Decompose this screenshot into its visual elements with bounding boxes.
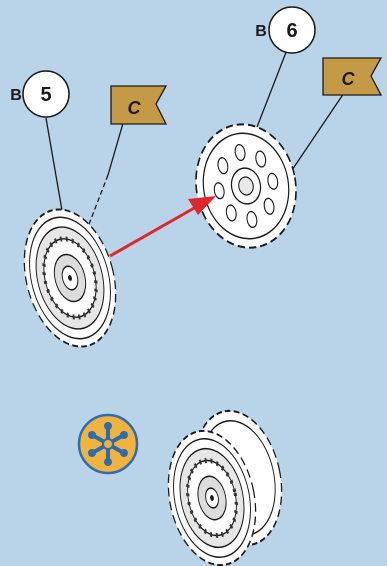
callout-b6: 6 B bbox=[255, 6, 316, 54]
flag-c-right-letter: C bbox=[342, 69, 356, 89]
insertion-arrow bbox=[109, 196, 216, 258]
glue-icon bbox=[77, 413, 139, 475]
sprocket-b5 bbox=[23, 208, 117, 348]
callout-b6-prefix: B bbox=[255, 23, 267, 40]
assembled-sprocket bbox=[167, 409, 283, 566]
callout-b5-number: 5 bbox=[40, 84, 51, 106]
callout-b5: 5 B bbox=[10, 70, 70, 118]
flag-c-right: C bbox=[322, 57, 383, 96]
sprocket-b6 bbox=[195, 123, 297, 249]
callout-b6-number: 6 bbox=[286, 20, 297, 42]
flag-c-left: C bbox=[110, 85, 168, 125]
callout-b5-prefix: B bbox=[10, 87, 22, 104]
flag-c-left-letter: C bbox=[128, 98, 142, 118]
